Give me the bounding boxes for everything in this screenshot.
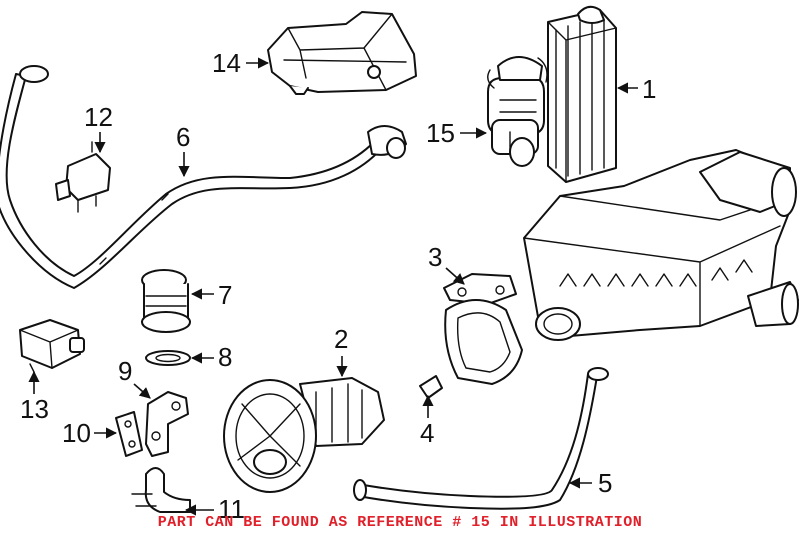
part-11-elbow: [131, 467, 191, 513]
air-cleaner-housing: [523, 149, 799, 341]
callout-label-12: 12: [84, 102, 113, 132]
callout-9: 9: [118, 356, 151, 399]
callout-label-1: 1: [642, 74, 656, 104]
reference-note: PART CAN BE FOUND AS REFERENCE # 15 IN I…: [157, 514, 643, 531]
callout-label-4: 4: [420, 418, 434, 448]
part-1-canister: [547, 5, 617, 183]
part-13-connector: [19, 319, 85, 373]
part-5-hose: [353, 367, 609, 510]
callout-label-14: 14: [212, 48, 241, 78]
part-10-gasket: [115, 411, 143, 457]
callout-7: 7: [190, 280, 232, 310]
part-9-bracket: [145, 391, 189, 457]
callout-label-2: 2: [334, 324, 348, 354]
callout-label-11: 11: [218, 494, 245, 524]
callout-10: 10: [62, 418, 118, 448]
callout-label-10: 10: [62, 418, 91, 448]
callout-label-5: 5: [598, 468, 612, 498]
callout-4: 4: [420, 394, 434, 448]
callout-8: 8: [190, 342, 232, 372]
manifold-gasket: [444, 299, 523, 385]
callout-5: 5: [568, 468, 612, 498]
callout-13: 13: [20, 370, 49, 424]
part-2-air-pump: [223, 377, 385, 493]
part-15-valve: [487, 56, 548, 167]
callout-15: 15: [426, 118, 488, 148]
callout-label-9: 9: [118, 356, 132, 386]
callout-11: 11: [184, 494, 245, 524]
part-14-cover: [267, 11, 417, 95]
callout-label-13: 13: [20, 394, 49, 424]
callout-label-7: 7: [218, 280, 232, 310]
callout-label-8: 8: [218, 342, 232, 372]
callout-2: 2: [334, 324, 348, 378]
part-12-solenoid: [55, 141, 111, 213]
callout-3: 3: [428, 242, 465, 285]
callout-label-15: 15: [426, 118, 455, 148]
callout-label-3: 3: [428, 242, 442, 272]
part-4-sensor: [419, 375, 443, 399]
part-8-gasket: [145, 350, 191, 366]
callout-12: 12: [84, 102, 113, 154]
part-7-fitting: [141, 269, 191, 333]
part-6-hose: [0, 65, 407, 289]
callout-label-6: 6: [176, 122, 190, 152]
callout-1: 1: [616, 74, 656, 104]
callout-14: 14: [212, 48, 270, 78]
callout-6: 6: [176, 122, 190, 178]
